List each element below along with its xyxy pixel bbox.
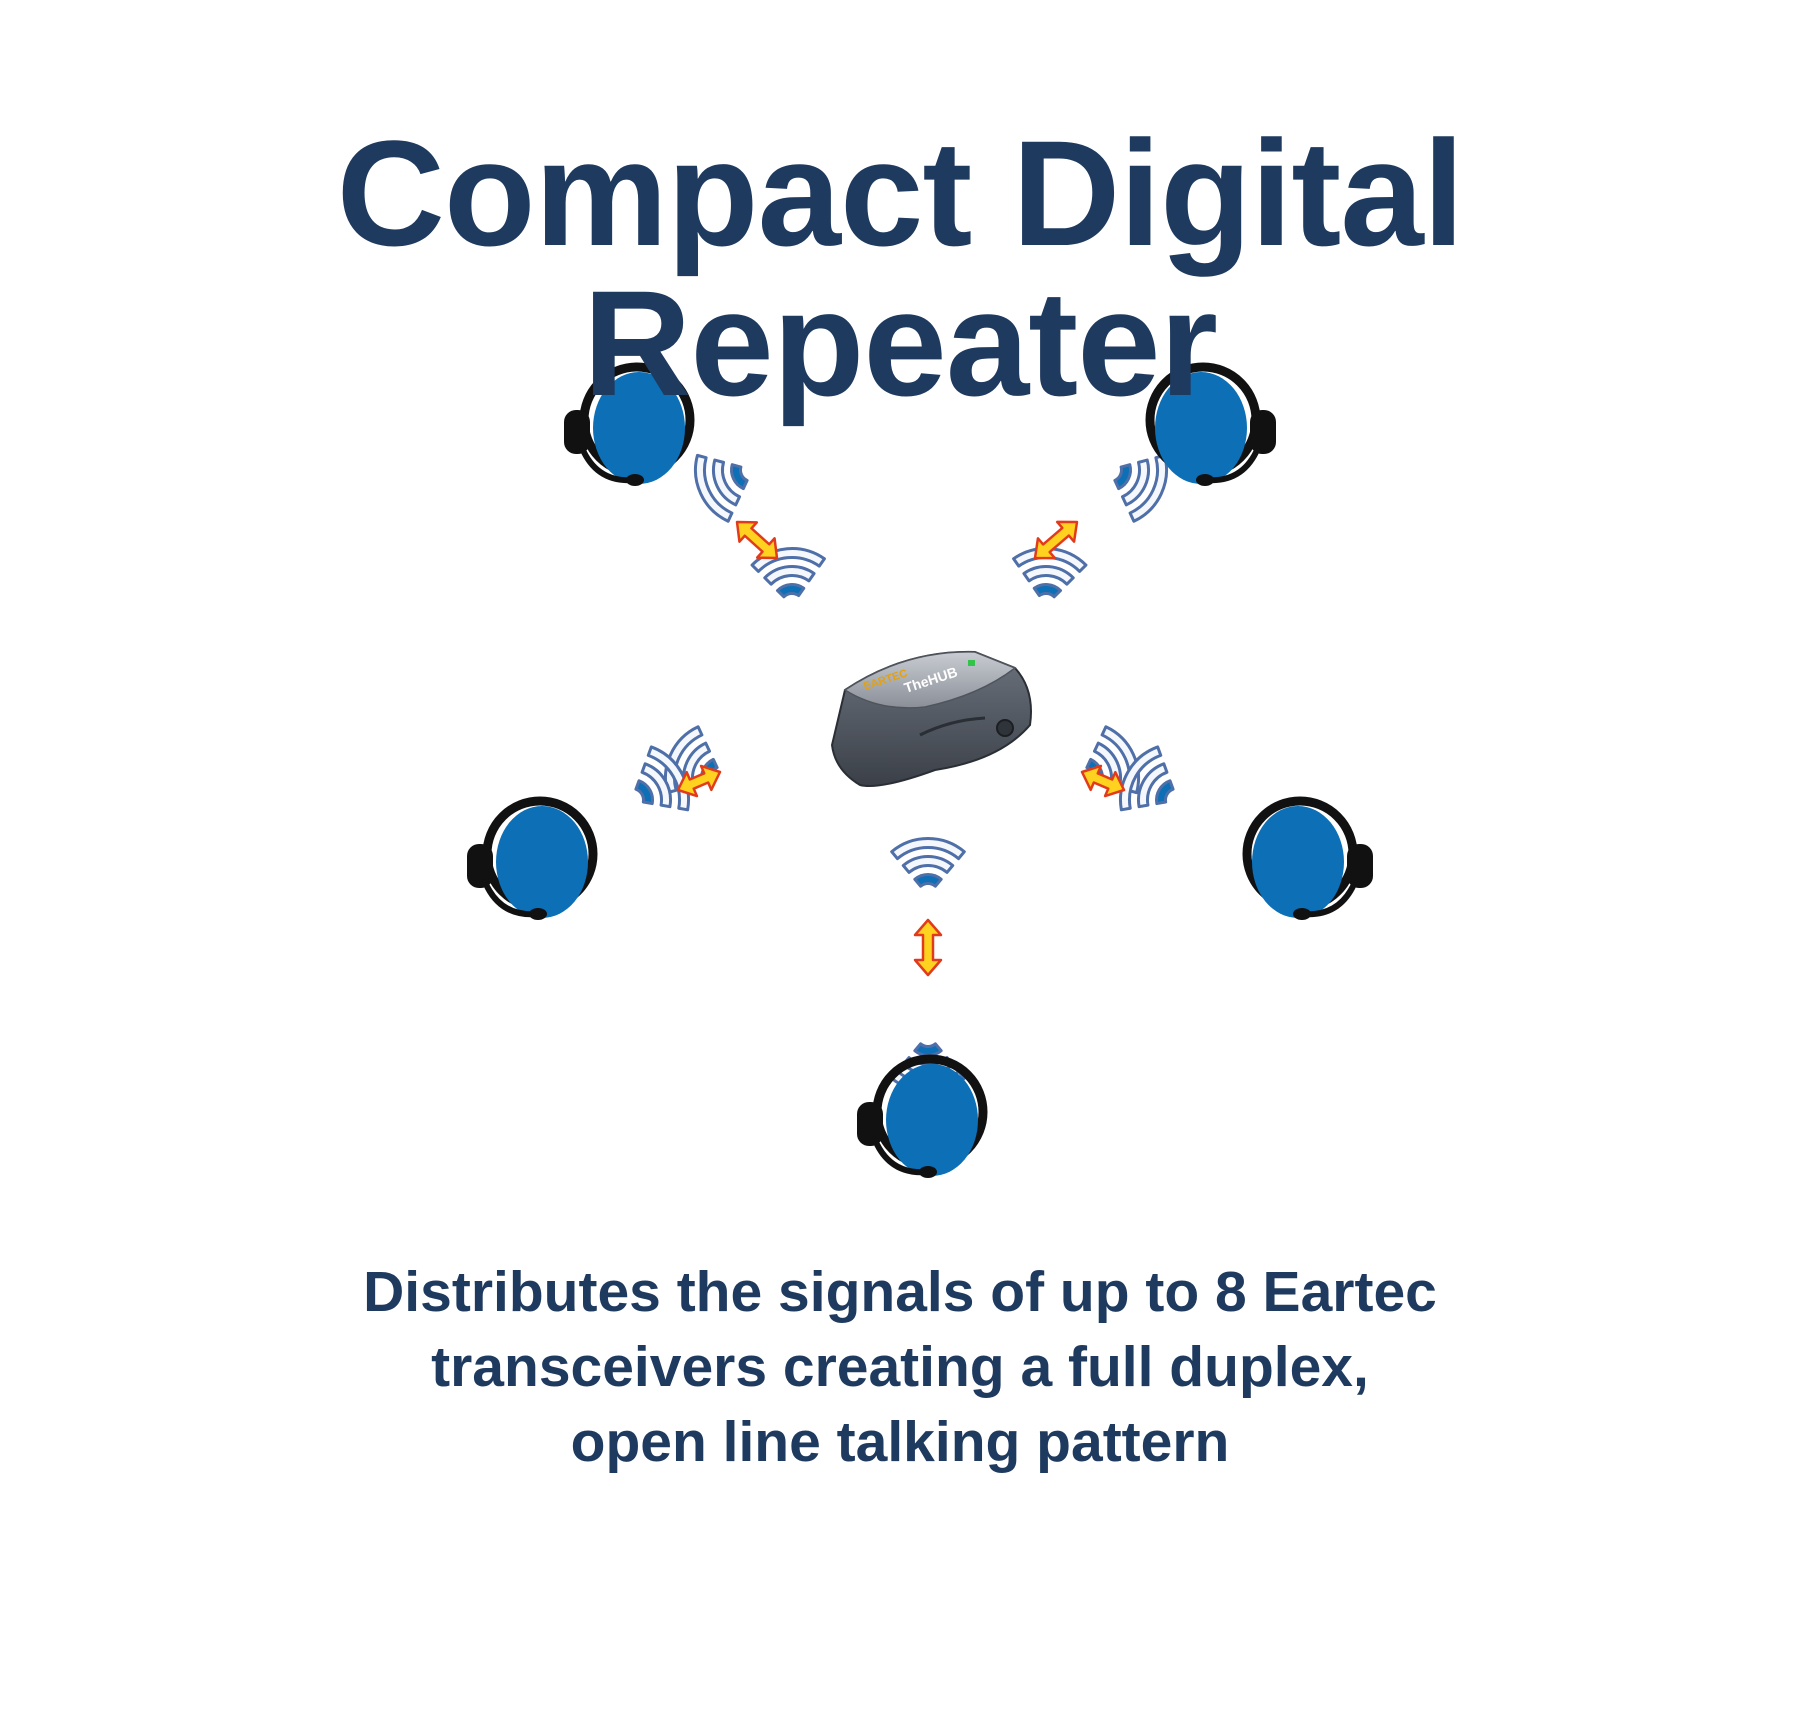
double-arrow-icon	[676, 764, 722, 798]
headset-user-icon	[1145, 362, 1276, 486]
caption-line-1: Distributes the signals of up to 8 Earte…	[363, 1260, 1437, 1324]
wave-icon	[1113, 453, 1168, 523]
wave-icon	[634, 745, 690, 812]
caption-line-3: open line talking pattern	[570, 1410, 1230, 1474]
double-arrow-icon	[913, 918, 943, 977]
wireless-links	[634, 453, 1175, 1093]
double-arrow-icon	[1033, 520, 1079, 560]
caption: Distributes the signals of up to 8 Earte…	[0, 1255, 1800, 1480]
headset-user-icon	[467, 796, 598, 920]
page-title: Compact Digital Repeater	[336, 109, 1465, 427]
wave-icon	[890, 837, 966, 888]
headset-user-icon	[1242, 796, 1373, 920]
headset-user-icon	[564, 362, 695, 486]
wave-icon	[694, 453, 749, 523]
headset-users	[467, 362, 1373, 1178]
double-arrow-icon	[735, 520, 779, 560]
caption-line-2: transceivers creating a full duplex,	[431, 1335, 1369, 1399]
double-arrow-icon	[1080, 764, 1126, 798]
headset-user-icon	[857, 1054, 988, 1178]
